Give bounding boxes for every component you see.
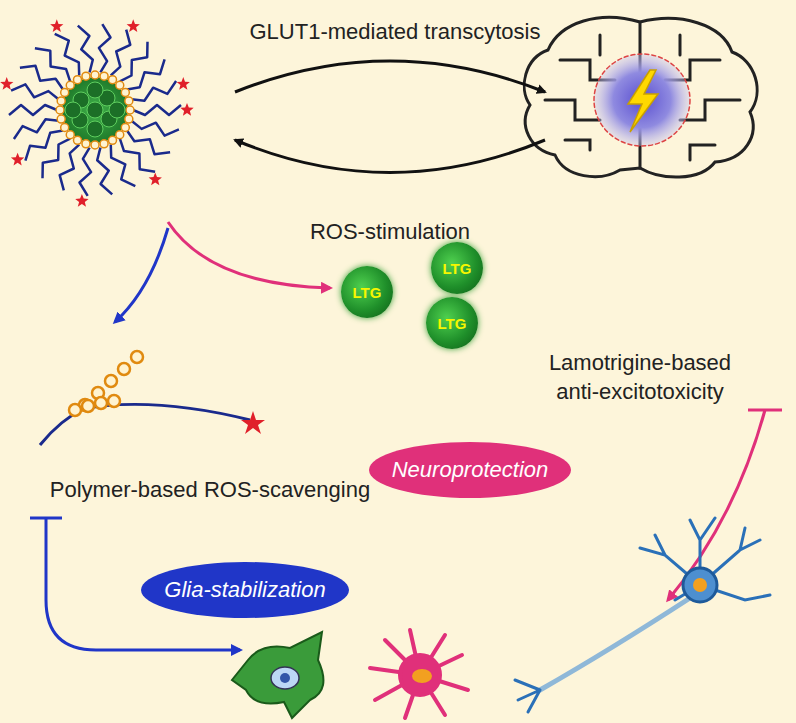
astrocyte (370, 630, 468, 718)
drug-sphere: LTG (341, 266, 393, 318)
node-text: LTG (353, 284, 382, 301)
node-text: LTG (443, 260, 472, 277)
microglia (232, 632, 323, 718)
node-text: Glia-stabilization (164, 577, 325, 603)
polymer-fragments (40, 351, 265, 445)
micelle (0, 19, 194, 206)
annotation-label: Polymer-based ROS-scavenging (50, 476, 370, 505)
neuron (515, 518, 770, 712)
annotation-label: ROS-stimulation (310, 218, 470, 247)
annotation-label: Lamotrigine-based anti-excitotoxicity (525, 349, 755, 406)
annotation-label: GLUT1-mediated transcytosis (250, 18, 541, 47)
effect-ellipse: Glia-stabilization (141, 562, 348, 618)
transcytosis-arrow (235, 61, 545, 92)
brain (524, 17, 757, 177)
ros-arrow (235, 140, 545, 173)
release-arrow (168, 222, 330, 288)
node-text: Neuroprotection (392, 457, 549, 483)
effect-ellipse: Neuroprotection (369, 442, 572, 498)
node-text: LTG (438, 315, 467, 332)
drug-sphere: LTG (426, 297, 478, 349)
drug-sphere: LTG (431, 242, 483, 294)
degrade-arrow (115, 228, 168, 322)
